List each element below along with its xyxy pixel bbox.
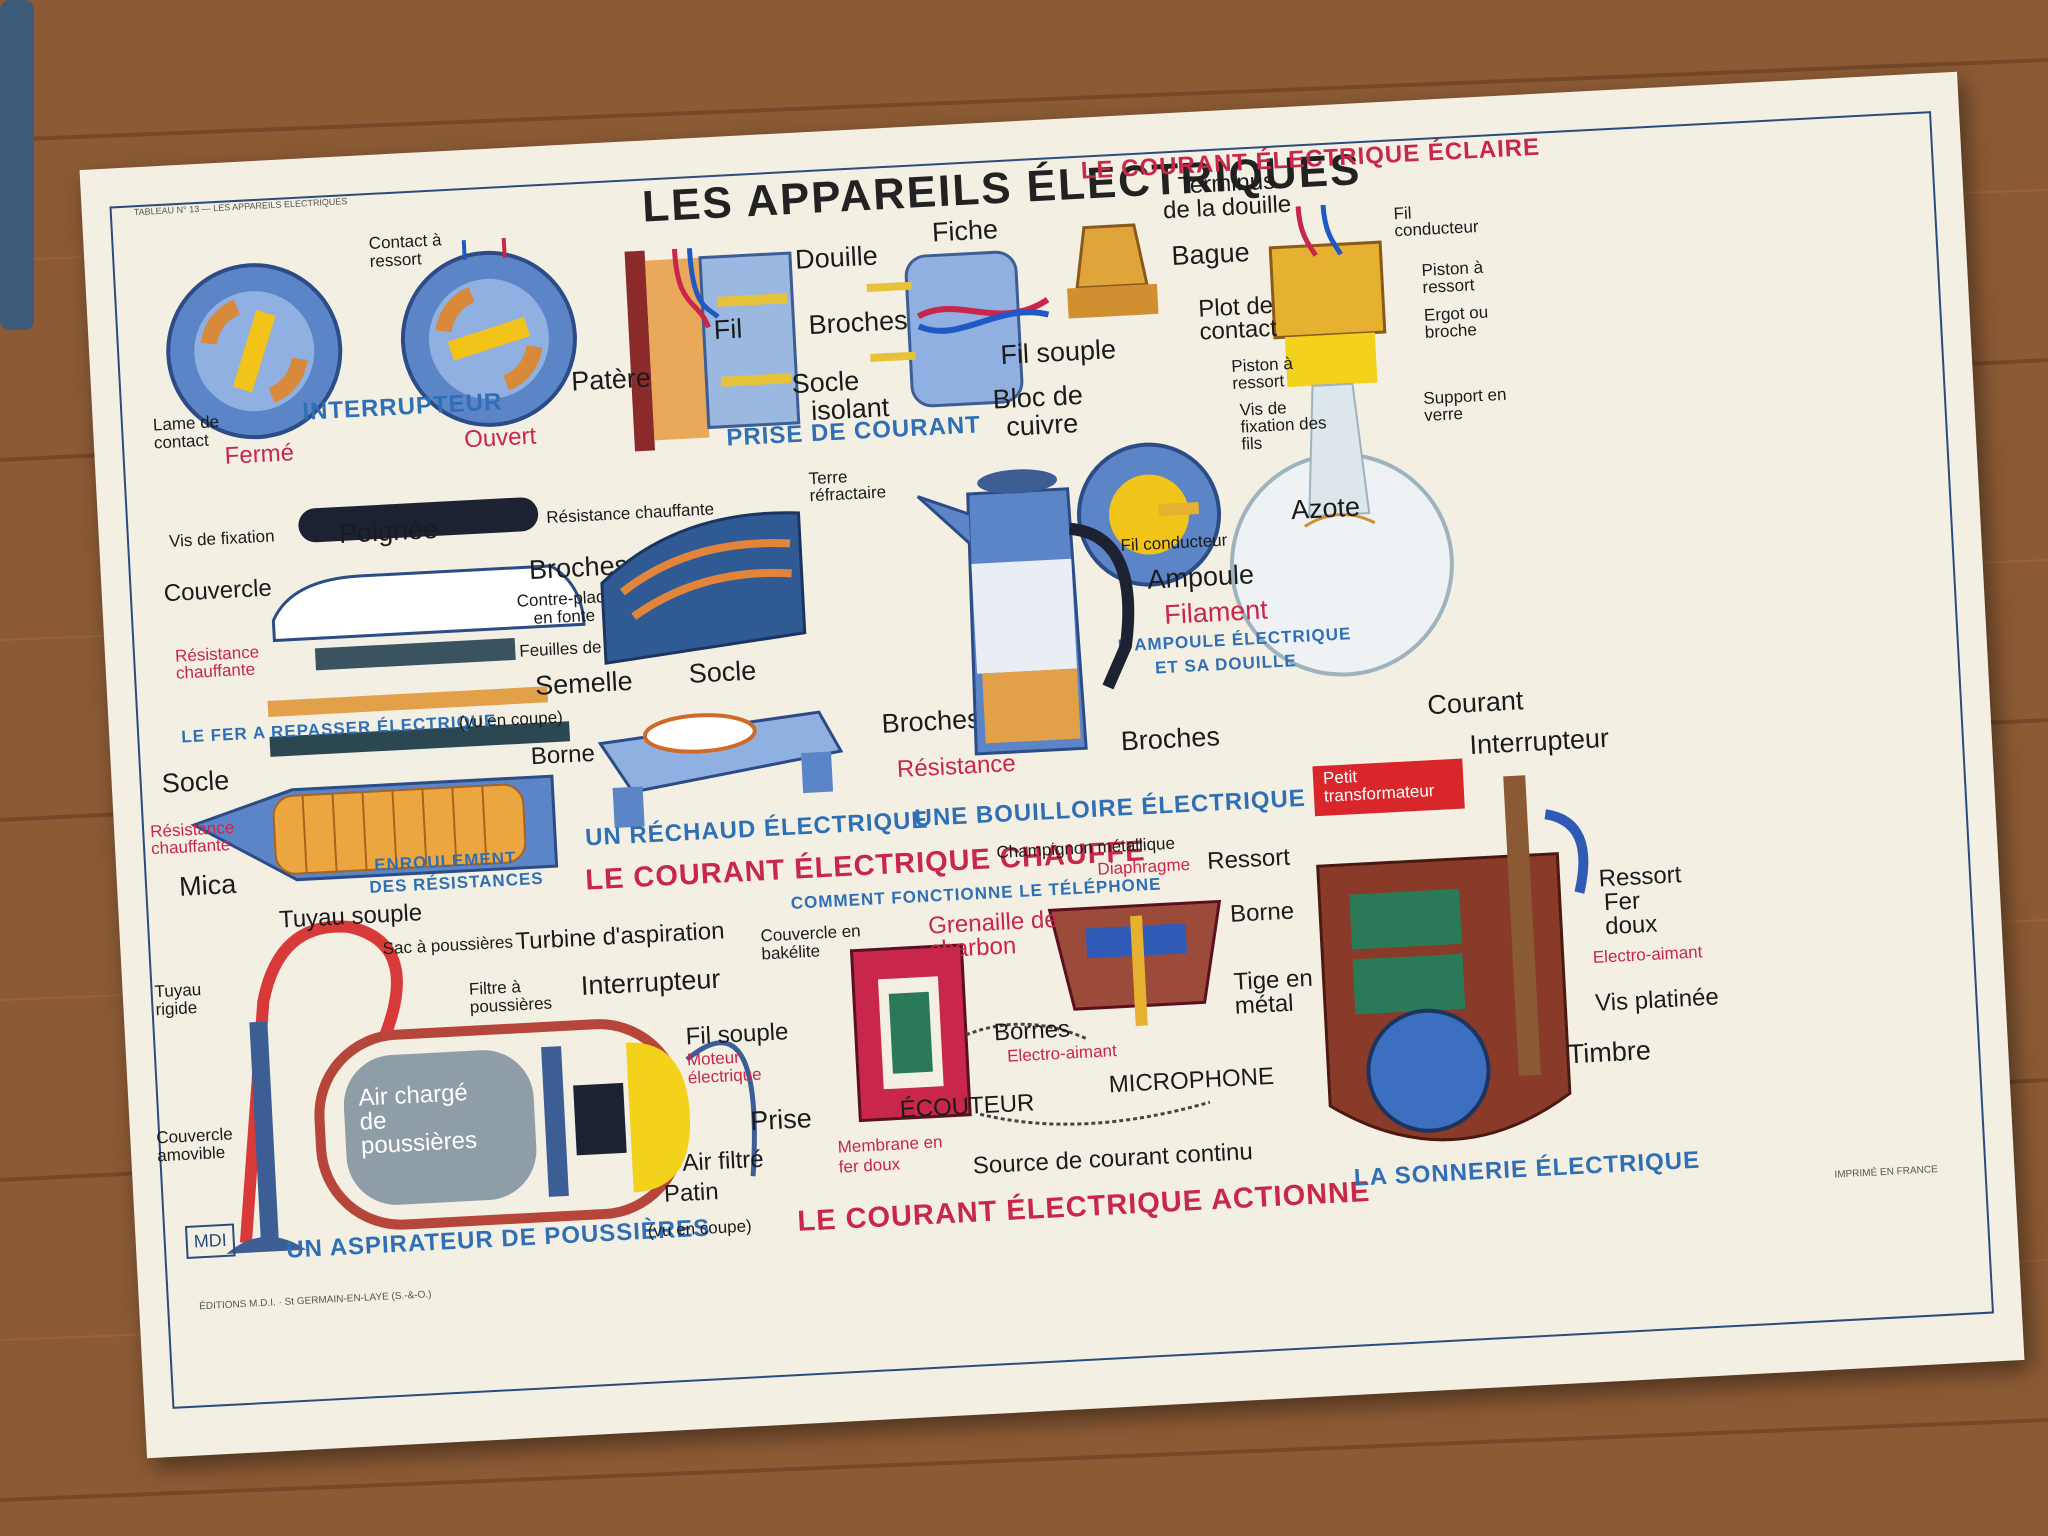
piston-ressort-label: Piston à ressort bbox=[1421, 257, 1484, 297]
air-charge-label: Air chargé de poussières bbox=[357, 1079, 478, 1160]
contact-label-2: contact bbox=[1198, 314, 1278, 346]
iron-illustration bbox=[190, 497, 586, 882]
bornes-label: Bornes bbox=[993, 1015, 1071, 1047]
support-verre-label: Support en verre bbox=[1422, 384, 1507, 426]
poignee-label: Poignée bbox=[338, 513, 439, 549]
patin-label: Patin bbox=[663, 1178, 720, 1208]
fer-doux-label: Fer doux bbox=[1603, 887, 1658, 941]
socket-illustration bbox=[624, 248, 1050, 452]
azote-label: Azote bbox=[1290, 491, 1361, 526]
contact-label: Contact à ressort bbox=[368, 230, 442, 272]
mdi-logo: MDI bbox=[184, 1223, 236, 1259]
bague-label: Bague bbox=[1170, 236, 1251, 272]
filtre-label: Filtre à poussières bbox=[468, 977, 553, 1017]
vis-fixation-label: Vis de fixation des fils bbox=[1239, 398, 1327, 454]
broches-label: Broches bbox=[807, 304, 909, 341]
educational-poster: TABLEAU N° 13 — LES APPAREILS ELECTRIQUE… bbox=[79, 71, 2025, 1459]
ouvert-label: Ouvert bbox=[463, 422, 537, 454]
moteur-label: Moteur électrique bbox=[686, 1047, 762, 1088]
telephone-illustration bbox=[849, 899, 1222, 1126]
vacuum-illustration bbox=[226, 920, 757, 1254]
tuyau-rigide-label: Tuyau rigide bbox=[154, 979, 202, 1020]
fil-conducteur-top-label: Fil conducteur bbox=[1393, 203, 1480, 241]
membrane-label: Membrane en fer doux bbox=[837, 1132, 943, 1177]
switch-illustration bbox=[166, 237, 577, 440]
bulb-illustration bbox=[1067, 204, 1454, 677]
air-filtre-label: Air filtré bbox=[681, 1145, 765, 1177]
prise-vacuum-label: Prise bbox=[749, 1103, 813, 1137]
couvercle-phone-label: Couvercle en bakélite bbox=[760, 921, 862, 964]
terre-label: Terre réfractaire bbox=[808, 467, 887, 506]
resistance-iron-label: Résistance chauffante bbox=[174, 642, 260, 683]
piston-ressort-2-label: Piston à ressort bbox=[1230, 353, 1294, 394]
broches-kettle-label: Broches bbox=[1120, 721, 1221, 757]
borne-phone-label: Borne bbox=[1229, 897, 1295, 928]
fil-label: Fil bbox=[712, 313, 744, 346]
filament-label: Filament bbox=[1163, 594, 1269, 630]
stove-illustration bbox=[597, 511, 844, 828]
resistance-iron-2-label: Résistance chauffante bbox=[149, 817, 235, 859]
transfo-label: Petit transformateur bbox=[1322, 767, 1435, 806]
mica-label: Mica bbox=[178, 868, 237, 902]
blue-cloth bbox=[0, 0, 34, 330]
socle-iron-label: Socle bbox=[160, 765, 230, 799]
ferme-label: Fermé bbox=[224, 439, 295, 470]
kettle-illustration bbox=[916, 469, 1135, 756]
patere-label: Patère bbox=[570, 362, 652, 397]
ressort-phone-label: Ressort bbox=[1206, 843, 1291, 875]
fiche-label: Fiche bbox=[931, 214, 999, 248]
courant-label: Courant bbox=[1426, 685, 1525, 721]
timbre-label: Timbre bbox=[1567, 1035, 1652, 1070]
ergot-label: Ergot ou broche bbox=[1423, 302, 1489, 342]
cuivre-label: cuivre bbox=[1005, 408, 1079, 442]
couvercle-label: Couvercle bbox=[163, 574, 273, 608]
bell-illustration bbox=[1312, 758, 1589, 1142]
couvercle-vacuum-label: Couvercle amovible bbox=[155, 1124, 234, 1166]
socle-rechaud-label: Socle bbox=[687, 655, 757, 689]
grenaille-label: Grenaille de charbon bbox=[927, 905, 1059, 964]
douille-label: Douille bbox=[794, 240, 879, 275]
